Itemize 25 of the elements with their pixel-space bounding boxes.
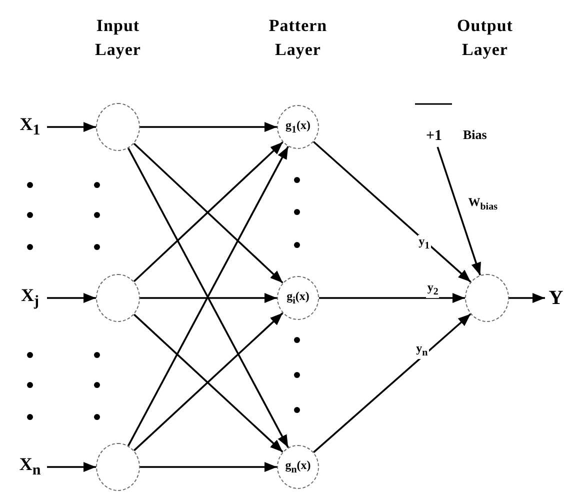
layer-heading: Input Layer xyxy=(94,15,142,61)
layer-heading: Output Layer xyxy=(456,15,514,61)
layer-heading: Pattern Layer xyxy=(268,15,328,61)
connection-arrow xyxy=(313,313,472,454)
function-label: g$_{i}$(x) xyxy=(286,289,310,307)
function-label: g$_{1}$(x) xyxy=(286,118,310,136)
connection-arrow xyxy=(319,292,465,304)
connection-arrow xyxy=(140,292,277,304)
pattern-neuron xyxy=(277,445,319,489)
variable-label: X$_{n}$ xyxy=(19,454,41,480)
variable-label: X$_{j}$ xyxy=(21,285,39,311)
bias-label: Bias xyxy=(463,127,487,143)
variable-label: +1 xyxy=(426,128,442,144)
input-arrow xyxy=(47,462,96,472)
input-arrow xyxy=(47,292,96,304)
variable-label: X$_{1}$ xyxy=(20,114,40,140)
connection-arrow xyxy=(509,292,545,304)
connection-arrow xyxy=(436,146,482,276)
connection-arrow xyxy=(140,462,277,472)
input-arrow xyxy=(47,122,96,132)
connection-arrow xyxy=(140,122,277,132)
function-label: g$_{n}$(x) xyxy=(285,458,311,476)
variable-label: Y xyxy=(548,286,564,310)
pattern-neuron xyxy=(277,105,319,149)
connection-arrow xyxy=(312,141,472,283)
